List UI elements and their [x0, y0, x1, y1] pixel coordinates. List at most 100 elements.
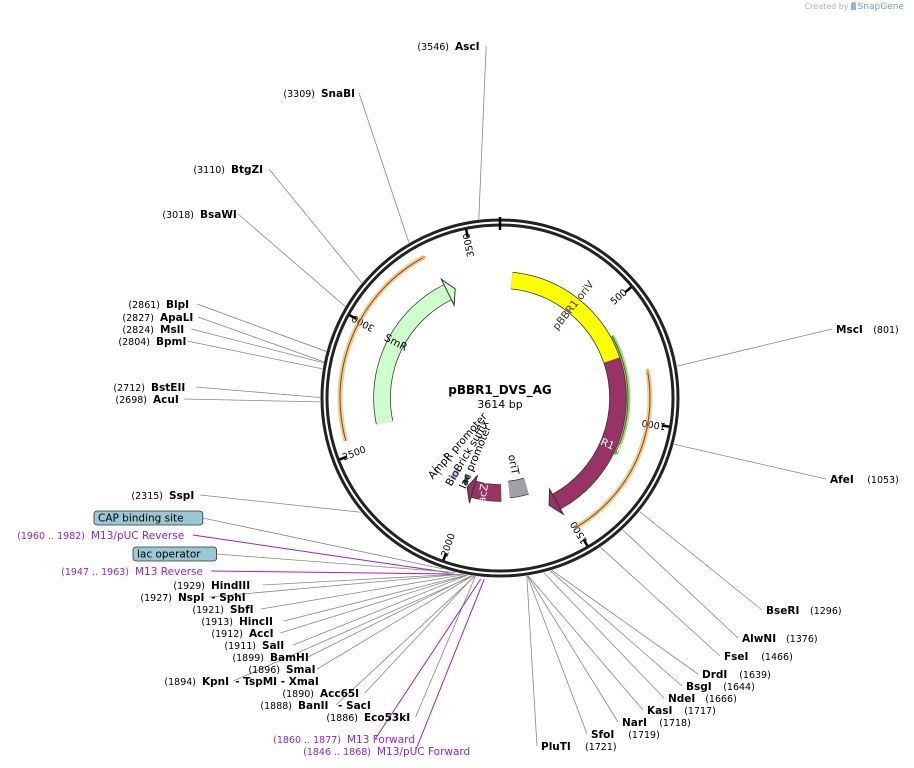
site-bamhi[interactable]: (1899)BamHI [232, 652, 308, 664]
site-name: FseI [724, 651, 748, 663]
boxed-feature-label: lac operator [137, 549, 201, 561]
site-sfoi[interactable]: SfoI(1719) [591, 729, 660, 741]
site-msli[interactable]: (2824)MslI [122, 324, 184, 336]
primer-position: (1947 .. 1963) [61, 567, 129, 578]
site-smai[interactable]: (1896)SmaI [248, 664, 315, 676]
site-kasi[interactable]: KasI(1717) [647, 705, 716, 717]
site-pluti[interactable]: PluTI(1721) [541, 741, 617, 753]
site-sali[interactable]: (1911)SalI [224, 640, 284, 652]
site-extra-names: - TspMI - XmaI [235, 676, 319, 688]
site-hincii[interactable]: (1913) HincII [201, 616, 273, 628]
site-name: NspI [178, 592, 204, 604]
site-afei[interactable]: AfeI(1053) [830, 474, 899, 486]
orange-arc-right-core [574, 368, 651, 529]
site-banii[interactable]: (1888)BanII- SacI [260, 700, 370, 712]
site-position: (1886) [326, 713, 358, 724]
tick-mark [582, 538, 589, 547]
lacza-label: lacZα [475, 476, 492, 507]
site-alwni[interactable]: AlwNI(1376) [742, 633, 818, 645]
site-name: SnaBI [321, 88, 355, 100]
site-bseri[interactable]: BseRI(1296) [766, 605, 842, 617]
site-position: (1894) [164, 677, 196, 688]
pbbr1-rep [552, 357, 626, 509]
site-name: HincII [239, 616, 273, 628]
leader-snabi [358, 92, 410, 243]
site-position: (1927) [140, 593, 172, 604]
site-extra-names: - SphI [211, 592, 245, 604]
site-position: (2824) [122, 325, 154, 336]
tick-label: 3500 [462, 232, 478, 258]
site-position: (1913) [201, 617, 233, 628]
boxed-cap-binding-site[interactable]: CAP binding site [93, 510, 204, 526]
orit [508, 478, 529, 498]
leader-acui [184, 398, 321, 403]
site-asci[interactable]: (3546)AscI [417, 41, 479, 53]
site-hindiii[interactable]: (1929)HindIII [173, 580, 250, 592]
leader-pluti [526, 575, 538, 747]
site-bsgi[interactable]: BsgI(1644) [686, 681, 755, 693]
site-position: (1376) [786, 634, 818, 645]
site-name: SmaI [286, 664, 316, 676]
site-name: KpnI [202, 676, 229, 688]
site-blpi[interactable]: (2861)BlpI [128, 299, 189, 311]
site-name: SspI [169, 490, 194, 502]
boxed-feature-bg [132, 546, 217, 562]
leader-bsteii [195, 386, 321, 398]
site-position: (2712) [113, 383, 145, 394]
site-sspi[interactable]: (2315)SspI [131, 490, 194, 502]
site-fsei[interactable]: FseI(1466) [724, 651, 793, 663]
site-name: AccI [249, 628, 273, 640]
tick-mark [442, 552, 448, 561]
site-nari[interactable]: NarI(1718) [622, 717, 691, 729]
site-snabi[interactable]: (3309)SnaBI [283, 88, 355, 100]
primer-m13-puc-forward[interactable]: (1846 .. 1868)M13/pUC Forward [303, 746, 470, 758]
tick-label: 2000 [439, 532, 457, 558]
site-name: Eco53kI [364, 712, 410, 724]
leader-msci [677, 328, 833, 367]
site-position: (2698) [115, 395, 147, 406]
site-nspi[interactable]: (1927) NspI - SphI [140, 592, 245, 604]
site-btgzi[interactable]: (3110)BtgZI [193, 164, 263, 176]
site-name: NdeI [668, 693, 695, 705]
leader-afei [673, 443, 827, 480]
site-sbfi[interactable]: (1921)SbfI [192, 604, 253, 616]
site-kpni[interactable]: (1894) KpnI - TspMI - XmaI [164, 676, 318, 688]
site-name: BsaWI [200, 209, 237, 221]
site-bsawi[interactable]: (3018)BsaWI [162, 209, 236, 221]
site-apali[interactable]: (2827)ApaLI [122, 312, 193, 324]
site-bpmi[interactable]: (2804)BpmI [118, 336, 186, 348]
site-acci[interactable]: (1912)AccI [211, 628, 273, 640]
site-msci[interactable]: MscI(801) [836, 324, 899, 336]
boxed-lac-operator[interactable]: lac operator [132, 546, 217, 562]
site-name: AfeI [830, 474, 854, 486]
primer-m13-forward[interactable]: (1860 .. 1877)M13 Forward [273, 734, 415, 746]
site-position: (1639) [739, 670, 771, 681]
site-name: BseRI [766, 605, 799, 617]
lacza-arrowhead [466, 475, 478, 504]
leader-acci [280, 574, 468, 634]
leader-bpmi [187, 340, 323, 370]
lac-promoter [463, 474, 470, 484]
leader-blpi [197, 303, 327, 352]
site-position: (1719) [628, 730, 660, 741]
leader-bamhi [307, 575, 472, 658]
box-leader [202, 517, 444, 570]
primer-m13-puc-reverse[interactable]: (1960 .. 1982)M13/pUC Reverse [17, 530, 184, 542]
site-eco53ki[interactable]: (1886) Eco53kI [326, 712, 410, 724]
leader-sbfi [261, 574, 465, 610]
leader-acc65i [364, 575, 475, 694]
leader-bsgi [550, 570, 683, 687]
site-position: (2804) [118, 337, 150, 348]
site-acui[interactable]: (2698) AcuI [115, 394, 178, 406]
primer-leader [192, 534, 449, 574]
site-drdi[interactable]: DrdI(1639) [702, 669, 771, 681]
site-name: BlpI [166, 299, 189, 311]
site-ndei[interactable]: NdeI(1666) [668, 693, 737, 705]
site-name: BamHI [270, 652, 309, 664]
site-bsteii[interactable]: (2712)BstEII [113, 382, 185, 394]
primer-m13-reverse[interactable]: (1947 .. 1963)M13 Reverse [61, 566, 203, 578]
leader-nspi [209, 573, 463, 598]
site-name: AcuI [153, 394, 179, 406]
site-acc65i[interactable]: (1890)Acc65I [282, 688, 359, 700]
